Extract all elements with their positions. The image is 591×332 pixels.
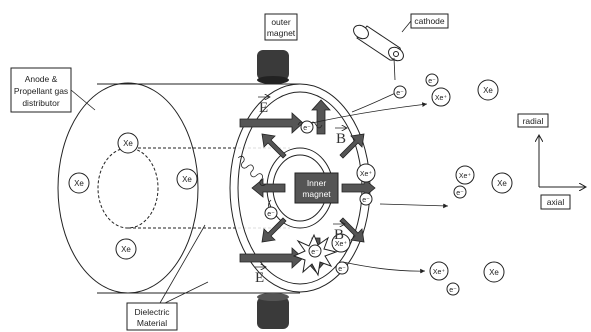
xe-atom: Xe [176, 168, 198, 190]
svg-text:e⁻: e⁻ [303, 125, 311, 132]
ion-trajectory-bottom [342, 261, 426, 274]
xe-ion: Xe⁺ [429, 261, 449, 281]
svg-text:E: E [259, 100, 268, 116]
svg-text:Xe: Xe [483, 86, 493, 95]
outer-magnet-label-box: outer magnet [264, 13, 298, 41]
inner-magnet-label-2: magnet [302, 189, 331, 199]
electron-trajectory-top [302, 102, 428, 126]
outer-magnet-top [257, 50, 289, 84]
e-field-symbol-top: E [258, 97, 270, 116]
xe-atom: Xe [117, 132, 139, 154]
svg-text:B: B [334, 227, 344, 243]
svg-text:Xe: Xe [74, 179, 84, 188]
svg-text:Xe: Xe [489, 268, 499, 277]
svg-text:e⁻: e⁻ [362, 197, 370, 204]
svg-text:Xe⁺: Xe⁺ [435, 95, 448, 102]
b-field-arrow-upright [339, 133, 365, 159]
dielectric-label-2: Material [137, 318, 167, 328]
electron: e⁻ [446, 282, 460, 296]
xe-atom: Xe [477, 79, 499, 101]
radial-label-box: radial [517, 113, 549, 128]
anode-label-box: Anode & Propellant gas distributor [10, 67, 96, 113]
svg-text:E: E [255, 270, 264, 286]
xe-ion: Xe⁺ [455, 165, 475, 185]
anode-label-1: Anode & [25, 74, 58, 84]
electron: e⁻ [453, 185, 467, 199]
b-field-symbol-top: B [335, 128, 347, 147]
svg-text:e⁻: e⁻ [338, 266, 346, 273]
svg-text:Xe: Xe [497, 179, 507, 188]
svg-text:e⁻: e⁻ [311, 249, 319, 256]
svg-text:Xe⁺: Xe⁺ [459, 173, 472, 180]
b-field-arrow-downleft [261, 217, 287, 243]
electron: e⁻ [335, 261, 349, 275]
b-field-arrow-right [341, 178, 376, 198]
xe-atom: Xe [491, 172, 513, 194]
b-field-symbol-bottom: B [333, 224, 345, 243]
e-field-arrow-bottom [239, 247, 304, 269]
electron: e⁻ [264, 206, 278, 220]
anode-ring [57, 82, 199, 294]
svg-text:Xe: Xe [182, 175, 192, 184]
svg-text:Xe⁺: Xe⁺ [433, 269, 446, 276]
electron: e⁻ [359, 192, 373, 206]
coordinate-axes [539, 135, 586, 187]
dielectric-label-1: Dielectric [135, 307, 171, 317]
outer-magnet-bottom [257, 293, 289, 329]
svg-text:B: B [336, 131, 346, 147]
electron-spiral-diagonal [237, 155, 267, 186]
radial-label: radial [523, 116, 544, 126]
svg-text:Xe⁺: Xe⁺ [335, 241, 348, 248]
xe-ion: Xe⁺ [331, 233, 351, 253]
cathode-label-box: cathode [401, 13, 449, 33]
cathode-tube [353, 24, 404, 81]
svg-text:Xe: Xe [123, 139, 133, 148]
svg-text:e⁻: e⁻ [456, 190, 464, 197]
svg-text:e⁻: e⁻ [396, 90, 404, 97]
outer-magnet-label-2: magnet [267, 28, 296, 38]
electron: e⁻ [308, 244, 322, 258]
electron: e⁻ [300, 120, 314, 134]
dielectric-label-box: Dielectric Material [126, 224, 209, 331]
axial-label: axial [547, 197, 565, 207]
ion-trajectory-middle [379, 203, 449, 209]
axial-label-box: axial [540, 194, 571, 210]
electron: e⁻ [425, 73, 439, 87]
e-field-arrow-top [239, 112, 304, 134]
xe-ion: Xe⁺ [431, 87, 451, 107]
svg-text:e⁻: e⁻ [449, 287, 457, 294]
inner-magnet-label-1: Inner [307, 178, 327, 188]
xe-ion: Xe⁺ [356, 163, 376, 183]
b-field-arrow-up [311, 99, 331, 135]
anode-label-3: distributor [22, 98, 59, 108]
svg-text:Xe: Xe [121, 245, 131, 254]
xe-atom: Xe [68, 172, 90, 194]
svg-text:e⁻: e⁻ [267, 211, 275, 218]
e-field-symbol-bottom: E [254, 267, 266, 286]
cathode-label: cathode [414, 16, 445, 26]
inner-magnet-box: Inner magnet [294, 172, 339, 204]
inner-cylinder-back [97, 147, 159, 229]
anode-label-2: Propellant gas [14, 86, 68, 96]
xe-atom: Xe [483, 261, 505, 283]
electron: e⁻ [393, 85, 407, 99]
outer-magnet-label-1: outer [271, 17, 291, 27]
svg-text:e⁻: e⁻ [428, 78, 436, 85]
svg-text:Xe⁺: Xe⁺ [360, 171, 373, 178]
b-field-arrow-upleft [261, 133, 287, 159]
xe-atom: Xe [115, 238, 137, 260]
